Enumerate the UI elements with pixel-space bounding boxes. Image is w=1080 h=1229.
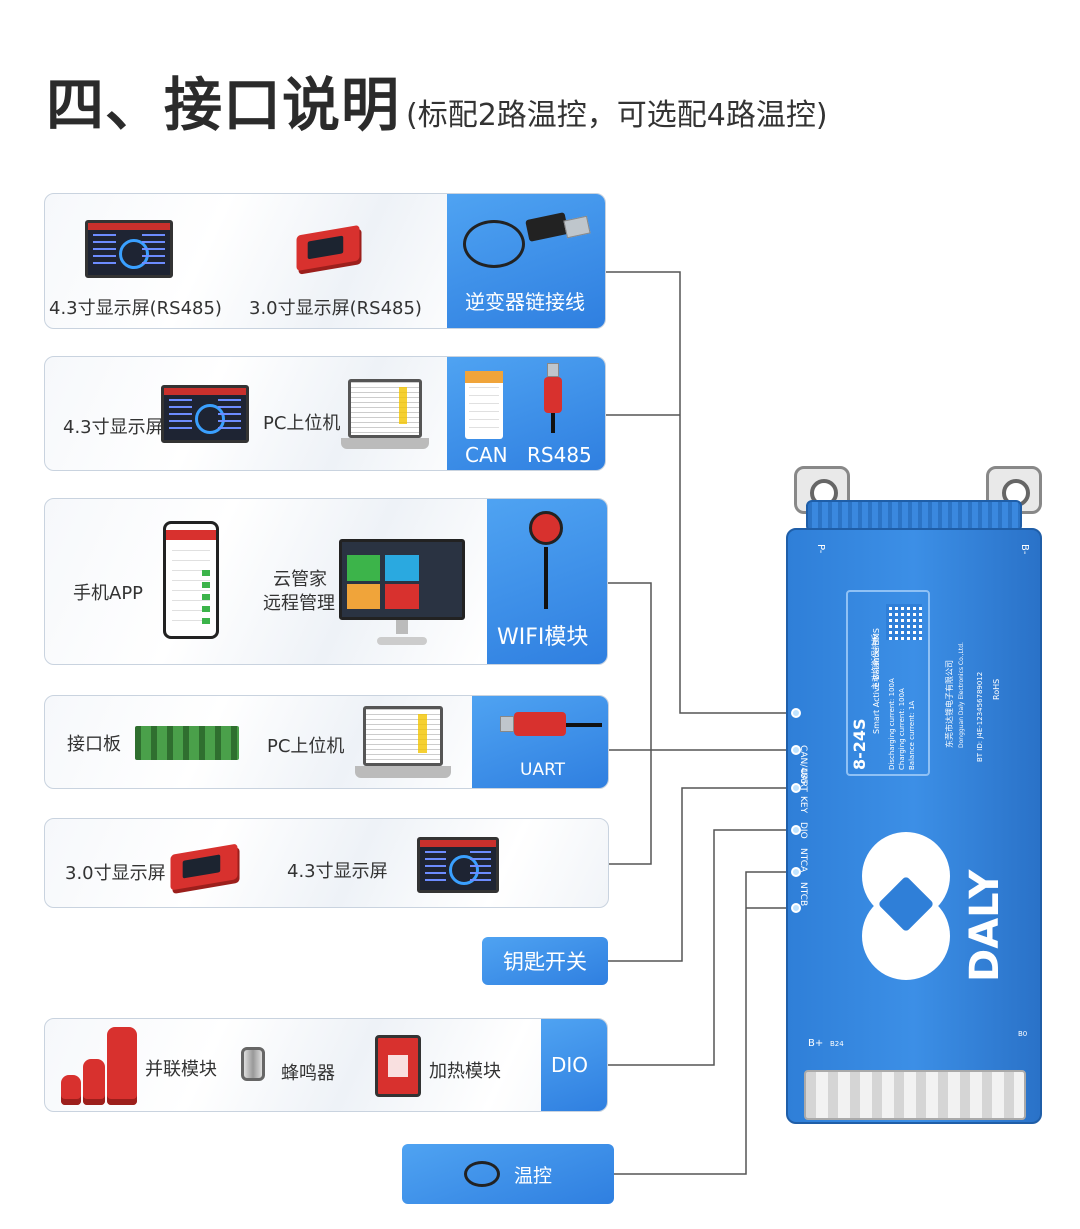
port-key[interactable]	[791, 783, 801, 793]
temp-control-box: 温控	[402, 1144, 614, 1204]
label-parallel-module: 并联模块	[145, 1059, 217, 1080]
label-heater-module: 加热模块	[429, 1061, 501, 1082]
panel-displays: 3.0寸显示屏 4.3寸显示屏	[44, 818, 609, 908]
port-label-key: KEY	[798, 796, 808, 814]
bms-company: 东莞市达锂电子有限公司	[945, 660, 954, 748]
port-uart[interactable]	[791, 745, 801, 755]
bms-heatsink	[806, 500, 1022, 532]
port-ntca[interactable]	[791, 867, 801, 877]
cable-icon	[463, 220, 525, 268]
laptop-image	[341, 379, 429, 449]
label-temp-control: 温控	[513, 1164, 552, 1187]
label-pc-software: PC上位机	[267, 736, 345, 757]
panel-wifi: 手机APP 云管家 远程管理 WIFI模块	[44, 498, 608, 665]
label-display-43-rs485: 4.3寸显示屏(RS485)	[49, 298, 222, 319]
title-sub: (标配2路温控，可选配4路温控)	[406, 98, 828, 133]
terminal-b-minus-label: B-	[1019, 544, 1030, 555]
buzzer-image	[241, 1047, 265, 1081]
bms-brand: DALY	[962, 869, 1008, 982]
dio-block: DIO	[541, 1019, 607, 1111]
label-cloud-line1: 云管家	[273, 569, 327, 590]
panel-uart: 接口板 PC上位机 UART	[44, 695, 609, 789]
wifi-module-icon	[529, 511, 563, 545]
port-can485[interactable]	[791, 708, 801, 718]
can-adapter-icon	[465, 371, 503, 439]
label-display-30-rs485: 3.0寸显示屏(RS485)	[249, 298, 422, 319]
label-interface-board: 接口板	[67, 734, 121, 755]
bms-spec-charge: Charging current: 100A	[898, 688, 906, 770]
label-wifi-module: WIFI模块	[497, 625, 589, 650]
label-can: CAN	[465, 443, 508, 467]
label-inverter-cable: 逆变器链接线	[465, 290, 585, 314]
bms-rohs: RoHS	[992, 678, 1001, 700]
inverter-cable-block: 逆变器链接线	[447, 194, 605, 328]
terminal-b0-label: B0	[1018, 1030, 1028, 1038]
port-label-ntcb: NTCB	[798, 882, 808, 907]
bms-model: 8-24S	[850, 718, 869, 770]
label-uart: UART	[520, 760, 566, 780]
can-rs485-block: CAN RS485	[447, 357, 605, 470]
wifi-module-block: WIFI模块	[487, 499, 607, 664]
label-dio: DIO	[551, 1053, 589, 1077]
title-main: 四、接口说明	[46, 71, 401, 139]
key-switch-box: 钥匙开关	[482, 937, 608, 985]
display-43-image	[417, 837, 499, 893]
display-43-image	[85, 220, 173, 278]
temp-sensor-icon	[463, 1161, 500, 1187]
panel-dio: 并联模块 蜂鸣器 加热模块 DIO	[44, 1018, 608, 1112]
label-display-43: 4.3寸显示屏	[63, 417, 164, 438]
port-ntcb[interactable]	[791, 903, 801, 913]
terminal-p-label: P-	[815, 544, 826, 554]
uart-usb-icon	[514, 712, 566, 736]
label-cloud-line2: 远程管理	[263, 593, 335, 614]
interface-board-image	[135, 726, 239, 760]
bms-spec-discharge: Discharging current: 100A	[888, 678, 896, 770]
port-dio[interactable]	[791, 825, 801, 835]
panel-inverter: 4.3寸显示屏(RS485) 3.0寸显示屏(RS485) 逆变器链接线	[44, 193, 606, 329]
label-display-30: 3.0寸显示屏	[65, 863, 166, 884]
label-rs485: RS485	[527, 443, 592, 467]
bms-spec-balance: Balance current: 1A	[908, 700, 916, 770]
bms-label-area	[846, 590, 930, 776]
heater-module-image	[375, 1035, 421, 1097]
laptop-image	[355, 706, 451, 778]
bms-website: Dongguan Daly Electronics Co.,Ltd.	[958, 642, 965, 748]
bms-bt-id: BT ID: J4E-123456789012	[976, 671, 984, 762]
bms-product-en: Smart Active Balance BMS	[872, 628, 881, 734]
daly-logo-icon	[858, 832, 954, 982]
label-buzzer: 蜂鸣器	[281, 1063, 335, 1084]
label-mobile-app: 手机APP	[73, 583, 144, 604]
page-title: 四、接口说明 (标配2路温控，可选配4路温控)	[46, 58, 828, 142]
phone-image	[163, 521, 219, 639]
bms-balance-connector	[804, 1070, 1026, 1120]
parallel-module-image	[61, 1075, 81, 1105]
display-43-image	[161, 385, 249, 443]
label-pc-software: PC上位机	[263, 413, 341, 434]
terminal-b-plus-label: B+	[808, 1038, 824, 1049]
panel-can-rs485: 4.3寸显示屏 PC上位机 CAN RS485	[44, 356, 606, 471]
qr-code-icon	[886, 604, 922, 640]
uart-block: UART	[472, 696, 608, 788]
terminal-b24-label: B24	[830, 1040, 844, 1048]
rs485-usb-icon	[544, 377, 562, 413]
monitor-image	[339, 539, 465, 645]
label-display-43: 4.3寸显示屏	[287, 861, 388, 882]
